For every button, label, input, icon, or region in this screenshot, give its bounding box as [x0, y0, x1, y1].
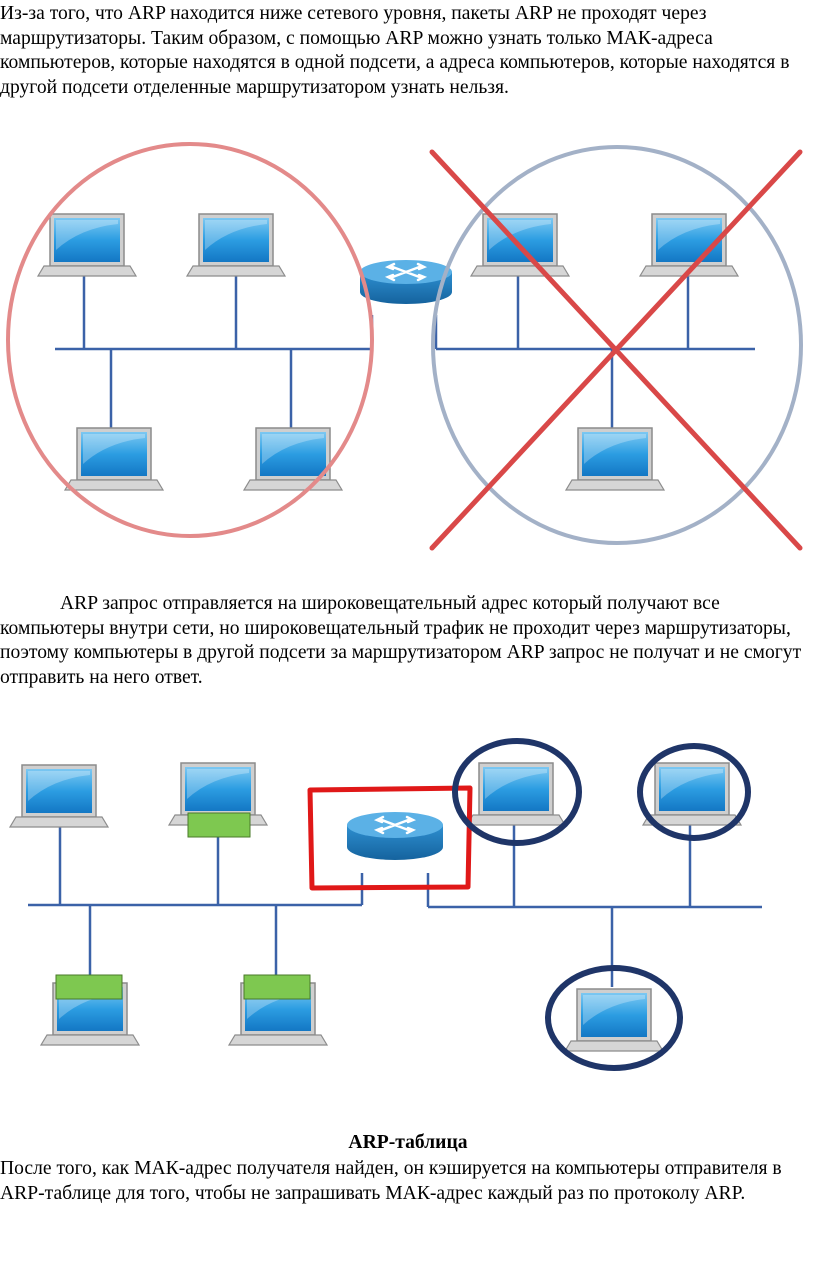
broadcast-packet: [187, 812, 251, 838]
unreachable-subnet-circle: [431, 145, 803, 545]
diagram-subnet-reachability: [6, 142, 803, 551]
section-heading-arp-table: ARP-таблица: [348, 1132, 468, 1153]
unreachable-host-circle: [637, 743, 751, 841]
laptop-icon: [243, 427, 343, 491]
unreachable-host-circle: [452, 738, 582, 846]
diagram-arp-broadcast: [9, 738, 762, 1071]
laptop-icon: [64, 427, 164, 491]
paragraph-arp-table: После того, как МАК-адрес получателя най…: [0, 1158, 782, 1204]
broadcast-packet: [55, 974, 123, 1000]
paragraph-broadcast: ARP запрос отправляется на широковещател…: [0, 593, 802, 688]
router-highlight-box: [307, 785, 473, 891]
router-icon: [345, 810, 445, 862]
laptop-icon: [9, 764, 109, 828]
blocked-cross: [429, 149, 803, 551]
left-subnet-network: [37, 213, 374, 491]
laptop-icon: [565, 427, 665, 491]
laptop-icon: [37, 213, 137, 277]
unreachable-host-circle: [545, 965, 683, 1071]
paragraph-arp-limitation: Из-за того, что ARP находится ниже сетев…: [0, 3, 790, 98]
broadcast-packet: [243, 974, 311, 1000]
network-bus: [28, 823, 762, 987]
laptop-icon: [466, 762, 566, 826]
laptop-icon: [186, 213, 286, 277]
reachable-subnet-circle: [6, 142, 374, 538]
laptop-icon: [642, 762, 742, 826]
laptop-icon: [639, 213, 739, 277]
laptop-icon: [564, 988, 664, 1052]
